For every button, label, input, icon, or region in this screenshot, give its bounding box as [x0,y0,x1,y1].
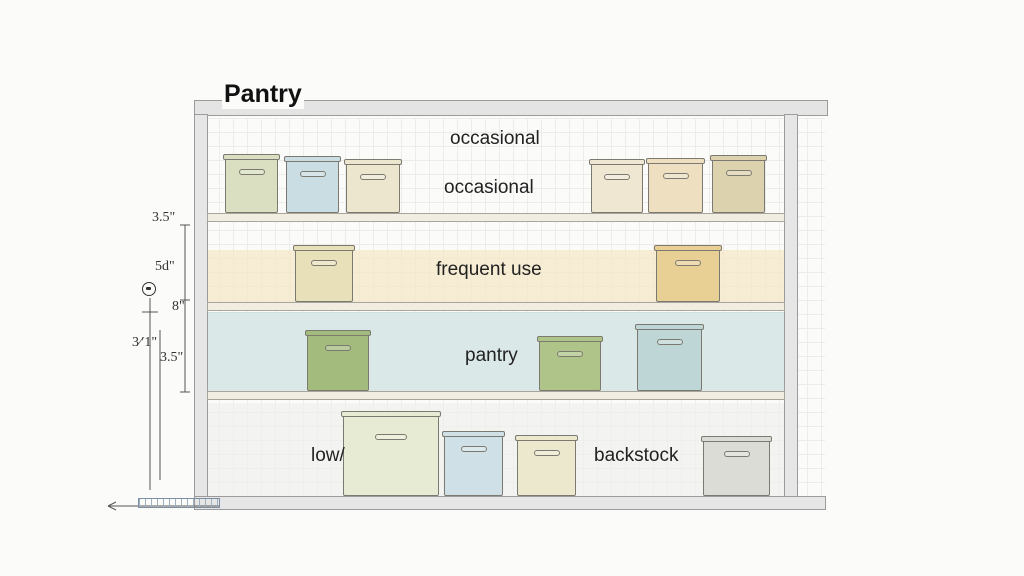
dimension-label: 5d" [155,259,175,274]
storage-bin [710,155,767,213]
zone-label-pantry: pantry [465,345,518,366]
shelf-1 [207,213,785,222]
storage-bin [515,435,578,496]
zone-label-low: low/ [311,445,345,466]
storage-bin [223,154,280,213]
storage-bin [635,324,704,391]
storage-bin [341,411,441,496]
storage-bin [305,330,371,391]
shelf-3 [207,391,785,400]
dimension-label: 3⁄′1" [132,335,158,350]
dimension-label: 3.5" [152,210,176,225]
storage-bin [284,156,341,213]
measuring-tape-icon [138,498,220,508]
dimension-label: 8" [172,299,185,314]
zone-label-frequent-use: frequent use [436,259,542,280]
frame-top-rail [194,100,828,116]
page-title: Pantry [222,80,304,109]
storage-bin [589,159,645,213]
zone-label-occasional-top: occasional [450,128,540,149]
frame-floor [194,496,826,510]
storage-bin [344,159,402,213]
storage-bin [537,336,603,391]
shelf-2 [207,302,785,311]
dimension-lines [107,224,220,511]
storage-bin [646,158,705,213]
storage-bin [701,436,772,496]
storage-bin [442,431,505,496]
dimension-label: 3.5" [160,350,184,365]
level-gauge-icon [142,282,156,296]
zone-label-occasional: occasional [444,177,534,198]
zone-label-backstock: backstock [594,445,679,466]
storage-bin [654,245,722,302]
storage-bin [293,245,355,302]
frame-right-post [784,114,798,500]
